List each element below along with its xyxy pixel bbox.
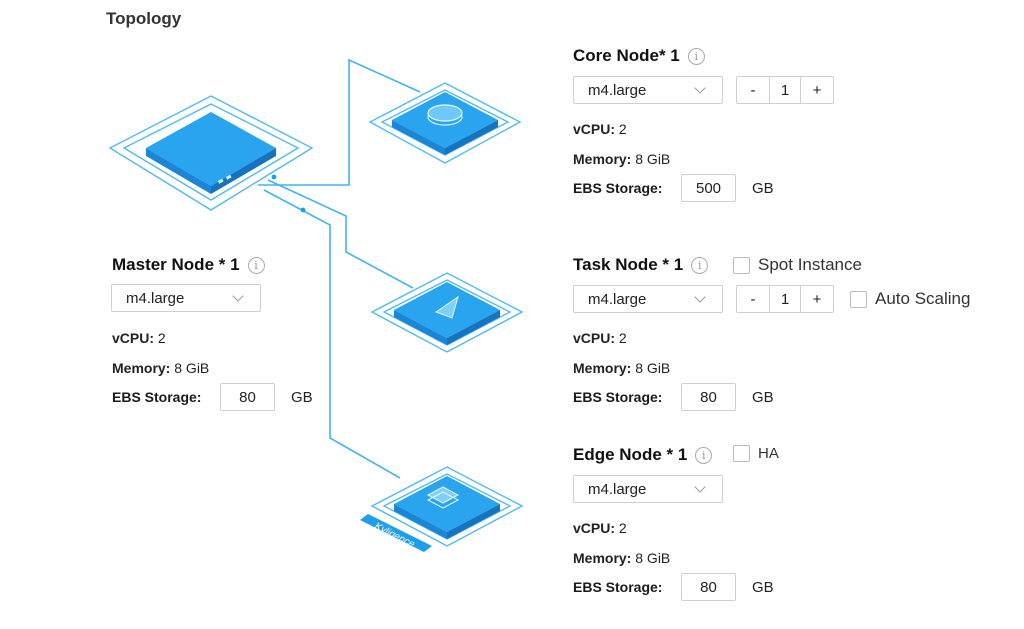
master-server-graphic — [108, 95, 314, 211]
ebs-unit: GB — [752, 388, 774, 406]
count-value[interactable]: 1 — [769, 77, 801, 103]
vcpu-label: vCPU: — [573, 520, 616, 536]
core-memory: Memory: 8 GiB — [573, 151, 670, 167]
spot-instance-checkbox[interactable]: Spot Instance — [733, 255, 862, 275]
task-instance-select[interactable]: m4.large — [573, 285, 723, 313]
decrement-button[interactable]: - — [750, 81, 756, 99]
edge-node-title: Edge Node * 1 i — [573, 445, 713, 465]
ebs-unit: GB — [752, 179, 774, 197]
info-icon[interactable]: i — [247, 256, 265, 274]
auto-scaling-label: Auto Scaling — [875, 289, 971, 308]
edge-node-title-text: Edge Node * 1 — [573, 445, 688, 464]
master-instance-value: m4.large — [126, 289, 185, 307]
task-server-graphic — [370, 272, 524, 353]
core-ebs-row: EBS Storage: GB — [573, 174, 774, 202]
connector-edge — [263, 189, 401, 479]
chevron-down-icon — [694, 81, 706, 94]
vcpu-label: vCPU: — [573, 121, 616, 137]
connector-dot — [300, 207, 306, 213]
core-ebs-input[interactable] — [681, 174, 736, 202]
ha-label: HA — [758, 445, 779, 462]
count-value[interactable]: 1 — [769, 286, 801, 312]
checkbox-box[interactable] — [733, 445, 750, 462]
master-memory: Memory: 8 GiB — [112, 360, 209, 376]
ebs-unit: GB — [752, 578, 774, 596]
edge-memory: Memory: 8 GiB — [573, 550, 670, 566]
edge-ebs-input[interactable] — [681, 573, 736, 601]
memory-label: Memory: — [112, 360, 171, 376]
core-vcpu: vCPU: 2 — [573, 121, 627, 137]
memory-label: Memory: — [573, 550, 632, 566]
increment-button[interactable]: + — [812, 290, 822, 308]
vcpu-value: 2 — [618, 330, 627, 346]
master-ebs-input[interactable] — [220, 383, 275, 411]
memory-value: 8 GiB — [635, 360, 671, 376]
task-instance-value: m4.large — [588, 290, 647, 308]
ha-checkbox[interactable]: HA — [733, 445, 779, 462]
task-ebs-row: EBS Storage: GB — [573, 383, 774, 411]
chevron-down-icon — [232, 289, 244, 302]
edge-server-graphic: Kyligence — [360, 466, 524, 552]
memory-value: 8 GiB — [174, 360, 210, 376]
task-vcpu: vCPU: 2 — [573, 330, 627, 346]
memory-label: Memory: — [573, 151, 632, 167]
connector-task — [267, 179, 414, 289]
ebs-unit: GB — [291, 388, 313, 406]
vcpu-value: 2 — [618, 121, 627, 137]
edge-vcpu: vCPU: 2 — [573, 520, 627, 536]
vcpu-label: vCPU: — [573, 330, 616, 346]
checkbox-box[interactable] — [850, 290, 867, 308]
core-count-stepper[interactable]: - 1 + — [736, 76, 834, 104]
master-node-title: Master Node * 1 i — [112, 255, 265, 275]
task-ebs-input[interactable] — [681, 383, 736, 411]
vcpu-value: 2 — [157, 330, 166, 346]
connector-lines — [258, 58, 421, 479]
vcpu-label: vCPU: — [112, 330, 155, 346]
memory-value: 8 GiB — [635, 550, 671, 566]
ebs-label: EBS Storage: — [573, 579, 663, 595]
info-icon[interactable]: i — [687, 47, 705, 65]
vcpu-value: 2 — [618, 520, 627, 536]
core-node-title-text: Core Node* 1 — [573, 46, 680, 65]
core-instance-value: m4.large — [588, 81, 647, 99]
task-node-title-text: Task Node * 1 — [573, 255, 684, 274]
master-instance-select[interactable]: m4.large — [111, 284, 261, 312]
master-node-title-text: Master Node * 1 — [112, 255, 240, 274]
task-count-stepper[interactable]: - 1 + — [736, 285, 834, 313]
core-instance-select[interactable]: m4.large — [573, 76, 723, 104]
edge-instance-value: m4.large — [588, 480, 647, 498]
connector-core — [258, 58, 421, 186]
task-memory: Memory: 8 GiB — [573, 360, 670, 376]
spot-instance-label: Spot Instance — [758, 255, 862, 274]
edge-ebs-row: EBS Storage: GB — [573, 573, 774, 601]
ebs-label: EBS Storage: — [112, 389, 202, 405]
chevron-down-icon — [694, 290, 706, 303]
checkbox-box[interactable] — [733, 256, 750, 274]
increment-button[interactable]: + — [812, 81, 822, 99]
edge-instance-select[interactable]: m4.large — [573, 475, 723, 503]
topology-diagram: Kyligence — [108, 58, 524, 552]
ebs-label: EBS Storage: — [573, 180, 663, 196]
auto-scaling-checkbox[interactable]: Auto Scaling — [850, 289, 970, 309]
master-ebs-row: EBS Storage: GB — [112, 383, 313, 411]
memory-label: Memory: — [573, 360, 632, 376]
info-icon[interactable]: i — [695, 446, 713, 464]
decrement-button[interactable]: - — [750, 290, 756, 308]
task-node-title: Task Node * 1 i — [573, 255, 709, 275]
connector-dot — [271, 174, 277, 180]
info-icon[interactable]: i — [691, 256, 709, 274]
master-vcpu: vCPU: 2 — [112, 330, 166, 346]
chevron-down-icon — [694, 480, 706, 493]
memory-value: 8 GiB — [635, 151, 671, 167]
ebs-label: EBS Storage: — [573, 389, 663, 405]
core-node-title: Core Node* 1 i — [573, 46, 705, 66]
section-title: Topology — [106, 9, 182, 28]
core-server-graphic — [368, 82, 522, 164]
